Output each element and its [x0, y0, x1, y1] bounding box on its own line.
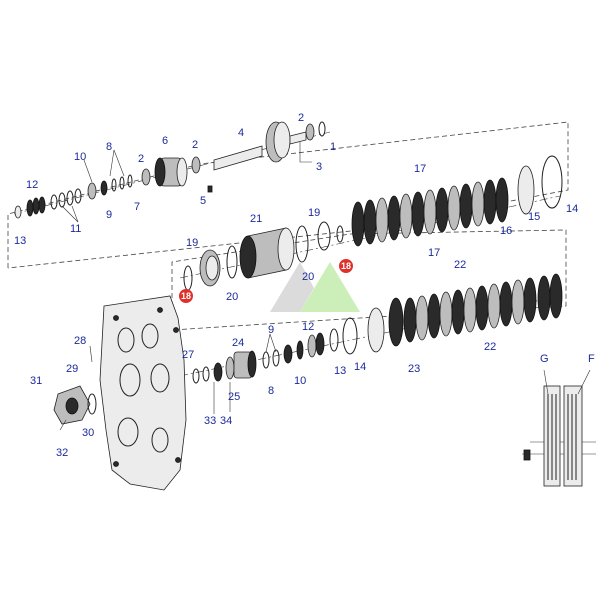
callout-18-left: 18: [181, 291, 191, 301]
callout-30: 30: [82, 427, 94, 439]
callout-12-bottom: 12: [302, 321, 314, 333]
callout-27: 27: [182, 349, 194, 361]
callout-2-mid: 2: [192, 139, 198, 151]
callout-12-top: 12: [26, 179, 38, 191]
callout-16: 16: [500, 225, 512, 237]
callout-7: 7: [134, 201, 140, 213]
clutch-assembly-boundary: [171, 229, 567, 331]
callout-4: 4: [238, 127, 244, 139]
callout-2-left: 2: [138, 153, 144, 165]
callout-9-bottom: 9: [268, 324, 274, 336]
leader-lines: [61, 149, 277, 414]
watermark-logo: [270, 262, 360, 312]
upper-shaft-parts: [14, 121, 326, 219]
middle-clutch-drum-parts: [183, 221, 344, 291]
callout-13-bottom: 13: [334, 365, 346, 377]
callout-2-top: 2: [298, 112, 304, 124]
callout-19-right: 19: [308, 207, 320, 219]
callout-21: 21: [250, 213, 262, 225]
callout-8-top: 8: [106, 141, 112, 153]
callout-34: 34: [220, 415, 232, 427]
callout-23: 23: [408, 363, 420, 375]
callout-17-bottom: 17: [428, 247, 440, 259]
callout-28: 28: [74, 335, 86, 347]
lower-clutch-pack: [367, 273, 563, 353]
inset-detail: [522, 369, 596, 487]
callout-9-top: 9: [106, 209, 112, 221]
callout-13-top: 13: [14, 235, 26, 247]
callout-10-top: 10: [74, 151, 86, 163]
callout-1: 1: [330, 141, 336, 153]
transmission-housing: [99, 295, 187, 491]
callout-19-left: 19: [186, 237, 198, 249]
callout-22-bottom: 22: [484, 341, 496, 353]
callout-14-bottom: 14: [354, 361, 366, 373]
callout-5: 5: [200, 195, 206, 207]
callout-F: F: [588, 353, 595, 365]
callout-22-top: 22: [454, 259, 466, 271]
pump-assembly: [53, 385, 97, 431]
callout-marker-18-right: [339, 259, 353, 273]
callout-25: 25: [228, 391, 240, 403]
callout-29: 29: [66, 363, 78, 375]
lower-shaft-parts: [192, 317, 358, 384]
callout-24: 24: [232, 337, 244, 349]
callout-32: 32: [56, 447, 68, 459]
callout-marker-18-left: [179, 289, 193, 303]
callout-18-right: 18: [341, 261, 351, 271]
upper-clutch-pack: [351, 155, 563, 247]
callout-17-top: 17: [414, 163, 426, 175]
callout-10-bottom: 10: [294, 375, 306, 387]
callout-G: G: [540, 353, 549, 365]
callout-8-bottom: 8: [268, 385, 274, 397]
callout-3: 3: [316, 161, 322, 173]
callout-20-right: 20: [302, 271, 314, 283]
callout-15: 15: [528, 211, 540, 223]
callout-14-top: 14: [566, 203, 578, 215]
callout-20-left: 20: [226, 291, 238, 303]
callout-33: 33: [204, 415, 216, 427]
callout-31: 31: [30, 375, 42, 387]
callout-6: 6: [162, 135, 168, 147]
callout-11: 11: [70, 223, 81, 235]
